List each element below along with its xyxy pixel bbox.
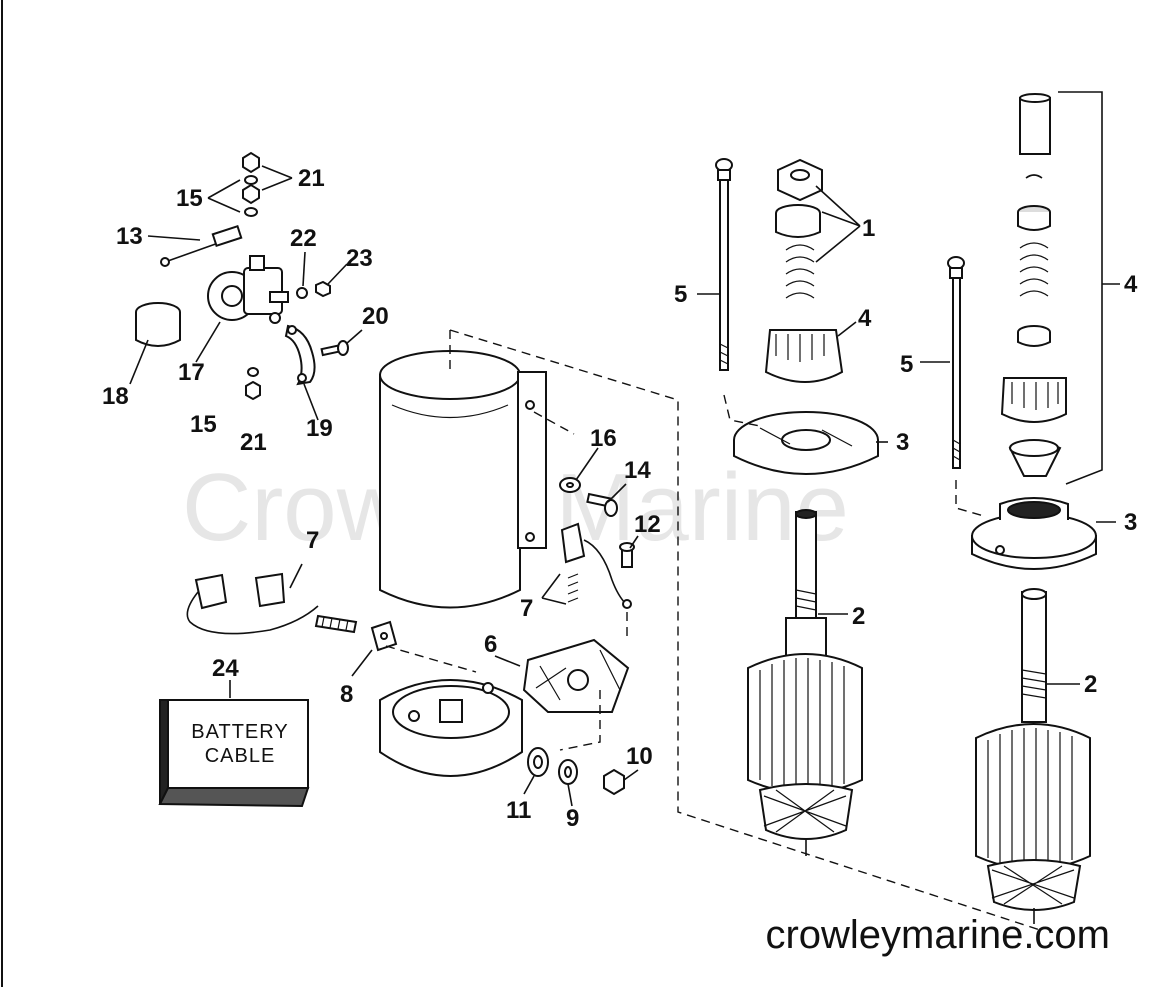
end-cap xyxy=(379,679,523,777)
callout-13: 13 xyxy=(116,223,143,250)
thru-bolt-left xyxy=(715,158,733,371)
brush-clip xyxy=(370,620,398,652)
footer-url: crowleymarine.com xyxy=(765,913,1110,957)
callout-15-bottom: 15 xyxy=(190,411,217,438)
solenoid-assembly xyxy=(135,151,349,401)
callout-3-right: 3 xyxy=(1124,509,1137,536)
callout-16: 16 xyxy=(590,425,617,452)
callout-19: 19 xyxy=(306,415,333,442)
callout-24: 24 xyxy=(212,655,239,682)
callout-3-middle: 3 xyxy=(896,429,909,456)
drive-stack-right xyxy=(971,93,1097,570)
brush-holder xyxy=(522,638,630,713)
callout-18: 18 xyxy=(102,383,129,410)
callout-2-right: 2 xyxy=(1084,671,1097,698)
callout-7-left: 7 xyxy=(306,527,319,554)
callout-22: 22 xyxy=(290,225,317,252)
callout-17: 17 xyxy=(178,359,205,386)
callout-7-right: 7 xyxy=(520,595,533,622)
armature-middle xyxy=(747,509,863,856)
housing-hardware xyxy=(559,477,635,568)
callout-1: 1 xyxy=(862,215,875,242)
callout-4-right: 4 xyxy=(1124,271,1138,298)
callout-6: 6 xyxy=(484,631,497,658)
alignment-dashes xyxy=(385,329,1041,931)
box-label-line1: BATTERY xyxy=(191,721,288,743)
callout-labels: 21 15 13 22 23 20 17 18 15 19 21 16 14 1… xyxy=(102,165,1138,832)
field-housing xyxy=(379,350,547,609)
callout-21-top: 21 xyxy=(298,165,325,192)
callout-5-right: 5 xyxy=(900,351,913,378)
battery-cable-box: BATTERY CABLE xyxy=(158,699,310,808)
armature-right xyxy=(975,588,1091,924)
callout-8: 8 xyxy=(340,681,353,708)
callout-4-middle: 4 xyxy=(858,305,872,332)
callout-23: 23 xyxy=(346,245,373,272)
thru-bolt-right xyxy=(947,256,965,469)
callout-14: 14 xyxy=(624,457,651,484)
end-cap-hardware xyxy=(527,747,625,796)
box-label-line2: CABLE xyxy=(205,745,276,767)
drive-stack-middle xyxy=(733,158,879,475)
callout-15-top: 15 xyxy=(176,185,203,212)
brush-spring-assembly xyxy=(560,522,632,609)
callout-12: 12 xyxy=(634,511,661,538)
callout-20: 20 xyxy=(362,303,389,330)
leader-lines xyxy=(129,91,1120,807)
callout-5-left: 5 xyxy=(674,281,687,308)
callout-11: 11 xyxy=(506,797,531,824)
callout-21-bottom: 21 xyxy=(240,429,267,456)
callout-9: 9 xyxy=(566,805,579,832)
brush-lead-assembly xyxy=(186,572,358,635)
callout-2-middle: 2 xyxy=(852,603,865,630)
callout-10: 10 xyxy=(626,743,653,770)
